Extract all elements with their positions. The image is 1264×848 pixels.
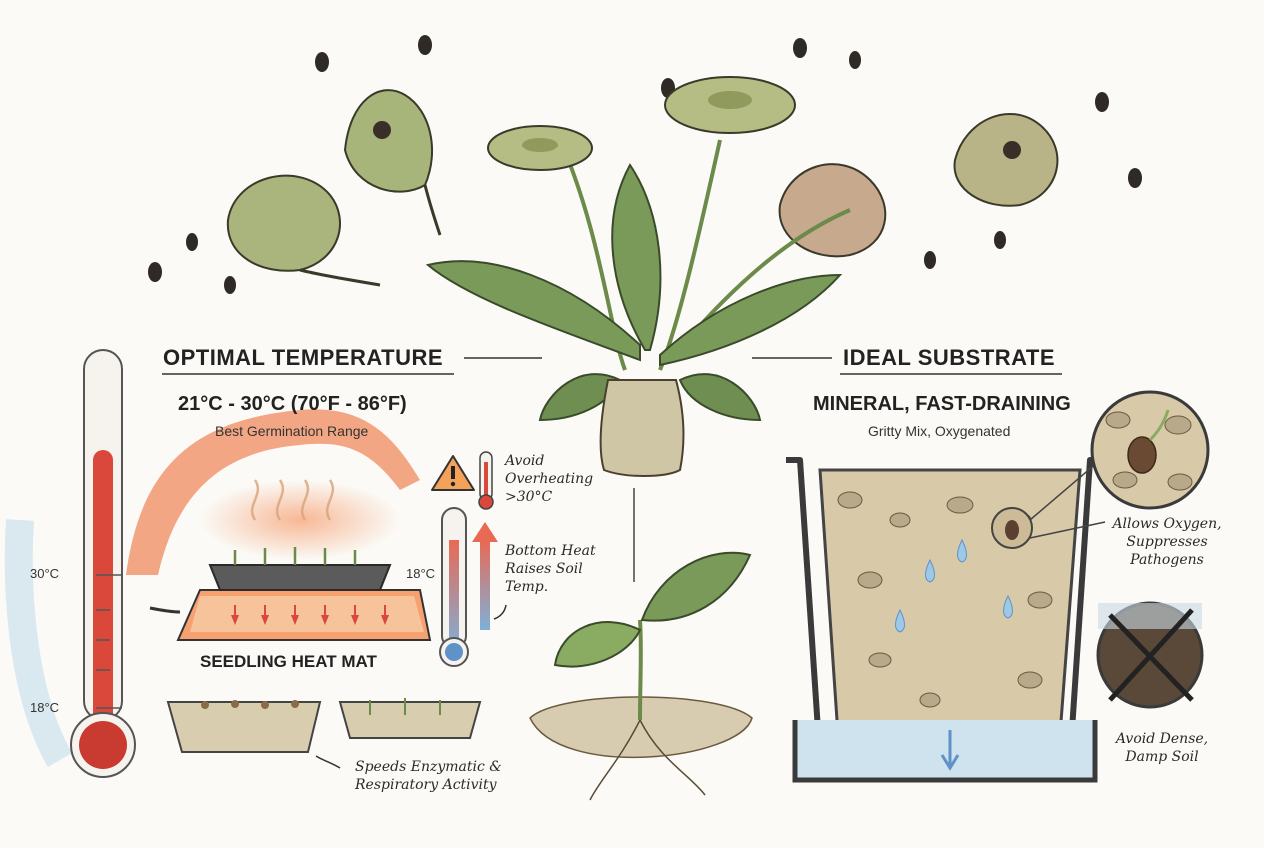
heat-arrow-icon [231,605,389,625]
small-thermometer-label: 18°C [406,566,436,581]
note-pointer [493,604,507,620]
substrate-pot [786,449,1113,783]
substrate-heading: IDEAL SUBSTRATE [843,345,1056,370]
bottom-heat-note: Bottom Heat Raises Soil Temp. [505,543,596,595]
thermometer-icon [4,349,136,778]
rising-heat-arrow-icon [472,522,498,630]
small-warm-thermometer-icon [478,451,494,510]
temperature-range-caption: Best Germination Range [215,423,369,439]
substrate-caption: Gritty Mix, Oxygenated [868,423,1011,439]
overheating-warning-note: Avoid Overheating >30°C [505,453,594,505]
temperature-heading: OPTIMAL TEMPERATURE [163,345,444,370]
magnified-seed-in-grit [1090,390,1210,510]
thermometer-high-label: 30°C [30,566,60,581]
oxygen-note: Allows Oxygen, Suppresses Pathogens [1112,516,1222,568]
substrate-type: MINERAL, FAST-DRAINING [813,393,1071,415]
soil-thermometer-icon [439,507,469,667]
heat-mat [149,479,432,641]
avoid-dense-soil-note: Avoid Dense, Damp Soil [1115,731,1209,765]
activity-note: Speeds Enzymatic & Respiratory Activity [355,759,502,793]
temperature-arc [126,409,420,575]
water-drop-icon [895,538,1013,633]
heat-mat-label: SEEDLING HEAT MAT [200,652,377,671]
dense-soil-crossed [1096,601,1204,709]
warning-icon [431,455,475,491]
thermometer-low-label: 18°C [30,700,60,715]
temperature-range: 21°C - 30°C (70°F - 86°F) [178,393,407,415]
germination-trays [166,698,482,769]
seedling [529,551,753,801]
mother-plant [425,76,851,582]
